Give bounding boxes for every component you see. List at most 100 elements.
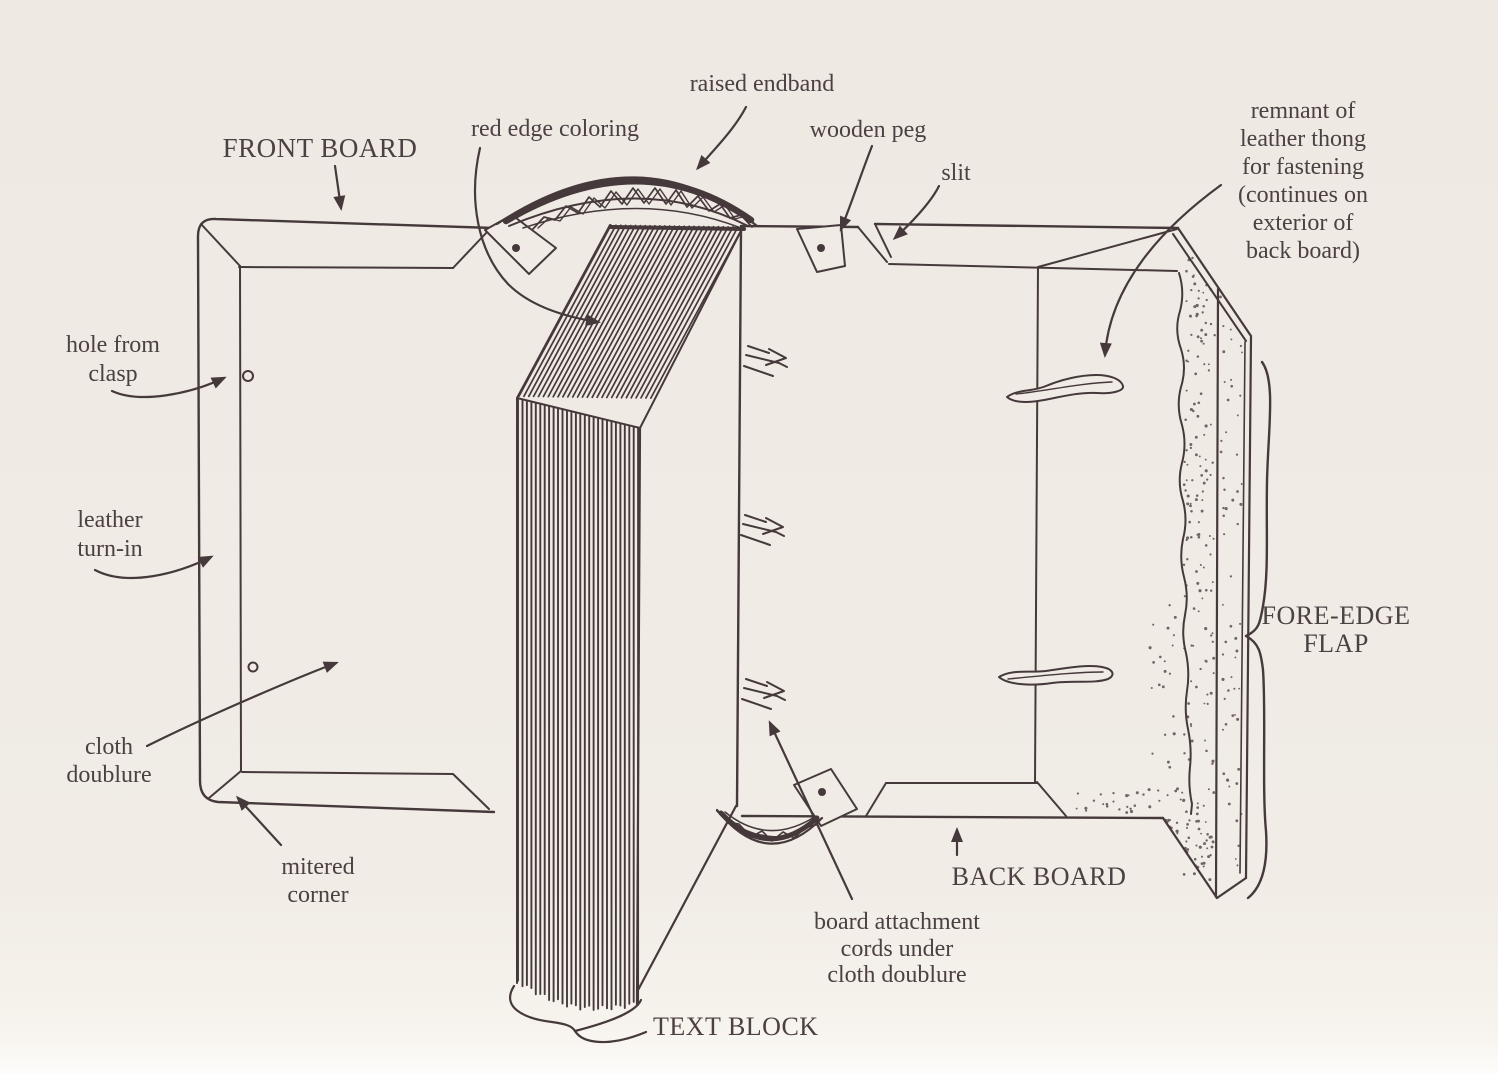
stipple-dot <box>1236 864 1239 867</box>
text-block-head-right-edge <box>639 226 744 429</box>
stipple-dot <box>1208 535 1211 537</box>
stipple-dot <box>1223 380 1226 384</box>
attachment-cord-marks <box>740 345 788 710</box>
stipple-dot <box>1190 644 1193 647</box>
fore-edge-flap-brace <box>1244 360 1272 900</box>
stipple-dot <box>1185 389 1188 392</box>
stipple-dot <box>1197 535 1201 539</box>
text-block-head-bottom-edge <box>516 397 641 429</box>
stipple-dot <box>1239 502 1243 506</box>
stipple-dot <box>1211 461 1214 464</box>
stipple-dot <box>1197 289 1200 292</box>
stipple-dot <box>1209 553 1212 556</box>
fore-edge-line-2: FLAP <box>1303 629 1369 658</box>
stipple-dot <box>1192 872 1196 876</box>
stipple-dot <box>1118 808 1121 811</box>
stipple-dot <box>1168 765 1172 769</box>
mitered-line-1: mitered <box>281 854 354 880</box>
stipple-dot <box>1229 328 1232 331</box>
red-edge-coloring-arrow <box>474 146 601 327</box>
turn-in-line-1: leather <box>77 507 142 533</box>
remnant-line-4: (continues on <box>1238 182 1368 208</box>
stipple-dot <box>1185 449 1188 452</box>
stipple-dot <box>1231 714 1235 717</box>
stipple-dot <box>1212 791 1216 794</box>
back-board-turn-in-fold <box>1034 266 1039 783</box>
stipple-dot <box>1221 653 1225 656</box>
fore-edge-flap-label: FORE-EDGE FLAP <box>1262 601 1410 658</box>
stipple-dot <box>1157 789 1160 792</box>
stipple-dot <box>1226 778 1230 782</box>
stipple-dot <box>1186 494 1190 498</box>
stipple-dot <box>1206 478 1209 481</box>
stipple-dot <box>1182 873 1186 876</box>
stipple-dot <box>1208 835 1212 839</box>
stipple-dot <box>1173 615 1177 619</box>
peg-tabs <box>484 214 858 827</box>
stipple-dot <box>1234 713 1236 716</box>
stipple-dot <box>1171 644 1174 647</box>
stipple-dot <box>1189 446 1193 450</box>
stipple-dot <box>1187 836 1191 840</box>
stipple-dot <box>1183 460 1186 464</box>
stipple-dot <box>1158 799 1161 802</box>
stipple-dot <box>1175 821 1179 825</box>
stipple-dot <box>1092 799 1096 802</box>
front-board-miter-bl <box>208 770 242 799</box>
stipple-dot <box>1164 818 1168 822</box>
stipple-dot <box>1209 691 1213 695</box>
stipple-dot <box>1223 488 1226 491</box>
stipple-dot <box>1185 538 1188 542</box>
stipple-dot <box>1240 483 1243 485</box>
stipple-dot <box>1151 752 1154 755</box>
stipple-dot <box>1193 282 1197 286</box>
stipple-dot <box>1210 845 1214 849</box>
stipple-dot <box>1201 311 1204 314</box>
stipple-dot <box>1166 760 1170 764</box>
stipple-dot <box>1195 314 1198 318</box>
stipple-dot <box>1172 715 1175 718</box>
stipple-dot <box>1201 499 1204 502</box>
stipple-dot <box>1189 407 1193 412</box>
stipple-dot <box>1237 844 1240 847</box>
stipple-dot <box>1209 288 1213 291</box>
stipple-dot <box>1200 832 1203 835</box>
stipple-dot <box>1184 418 1187 422</box>
stipple-dot <box>1194 372 1198 376</box>
stipple-dot <box>1184 489 1187 492</box>
stipple-dot <box>1150 687 1153 689</box>
stipple-dot <box>1182 798 1186 802</box>
stipple-dot <box>1240 813 1243 816</box>
stipple-dot <box>1203 363 1206 366</box>
stipple-dot <box>1187 349 1190 352</box>
stipple-dot <box>1231 498 1235 502</box>
stipple-dot <box>1204 821 1207 823</box>
stipple-dot <box>1129 809 1134 814</box>
stipple-dot <box>1199 563 1202 567</box>
stipple-dot <box>1158 655 1162 659</box>
stipple-dot <box>1166 626 1170 630</box>
front-board-miter-br <box>452 773 490 810</box>
cord-mark <box>741 678 786 710</box>
stipple-dot <box>1195 844 1198 847</box>
stipple-dot <box>1190 333 1193 337</box>
stipple-dot <box>1186 463 1189 466</box>
front-board-turn-in-top <box>238 266 454 269</box>
stipple-dot <box>1186 823 1189 826</box>
slit-arrow <box>892 184 941 241</box>
raised-endband-head <box>495 176 759 230</box>
wooden-peg-label: wooden peg <box>810 117 927 143</box>
stipple-dot <box>1075 807 1078 810</box>
stipple-dot <box>1210 634 1213 637</box>
stipple-dot <box>1186 715 1190 719</box>
mitered-corner-label: mitered corner <box>281 854 354 908</box>
back-board <box>735 222 1180 820</box>
stipple-dot <box>1200 509 1204 513</box>
stipple-dot <box>1195 685 1198 689</box>
leader-arrows <box>93 105 1223 901</box>
remnant-line-2: leather thong <box>1240 126 1366 152</box>
slit-label: slit <box>941 160 971 186</box>
stipple-dot <box>1181 791 1184 794</box>
tail-endband-inner-arc <box>724 811 817 832</box>
remnant-line-1: remnant of <box>1251 98 1356 124</box>
